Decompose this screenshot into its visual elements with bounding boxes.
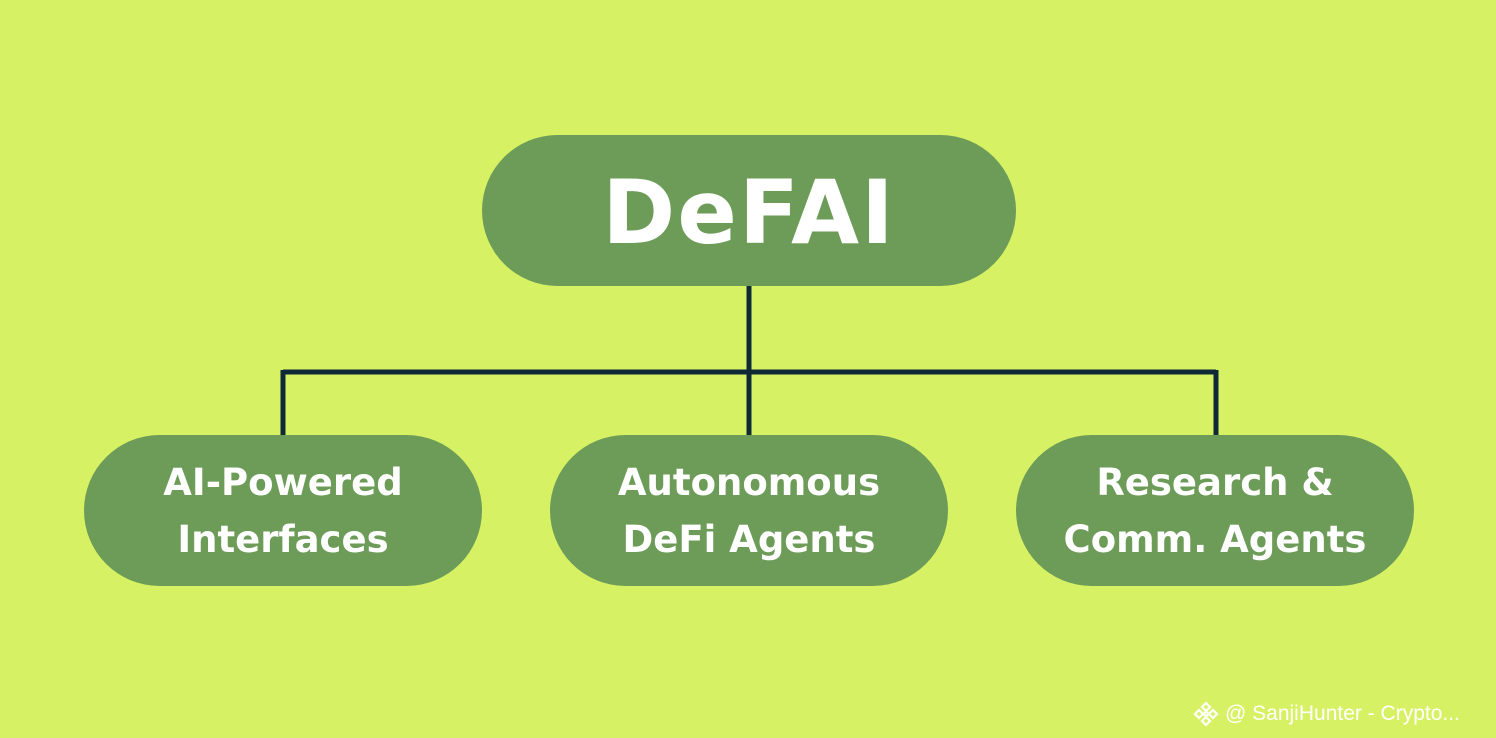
child-node-ai-powered-interfaces: AI-Powered Interfaces [84, 435, 482, 586]
child-node-label: Research & Comm. Agents [1063, 460, 1367, 561]
watermark-text: @ SanjiHunter - Crypto... [1225, 702, 1460, 725]
binance-logo-icon [1193, 701, 1219, 727]
child-node-label: AI-Powered Interfaces [163, 460, 403, 561]
watermark: @ SanjiHunter - Crypto... [1193, 700, 1460, 728]
root-node-defai: DeFAI [482, 135, 1016, 286]
child-node-label: Autonomous DeFi Agents [617, 460, 881, 561]
child-node-autonomous-defi-agents: Autonomous DeFi Agents [550, 435, 948, 586]
root-node-label: DeFAI [602, 160, 896, 264]
child-node-research-comm-agents: Research & Comm. Agents [1016, 435, 1414, 586]
